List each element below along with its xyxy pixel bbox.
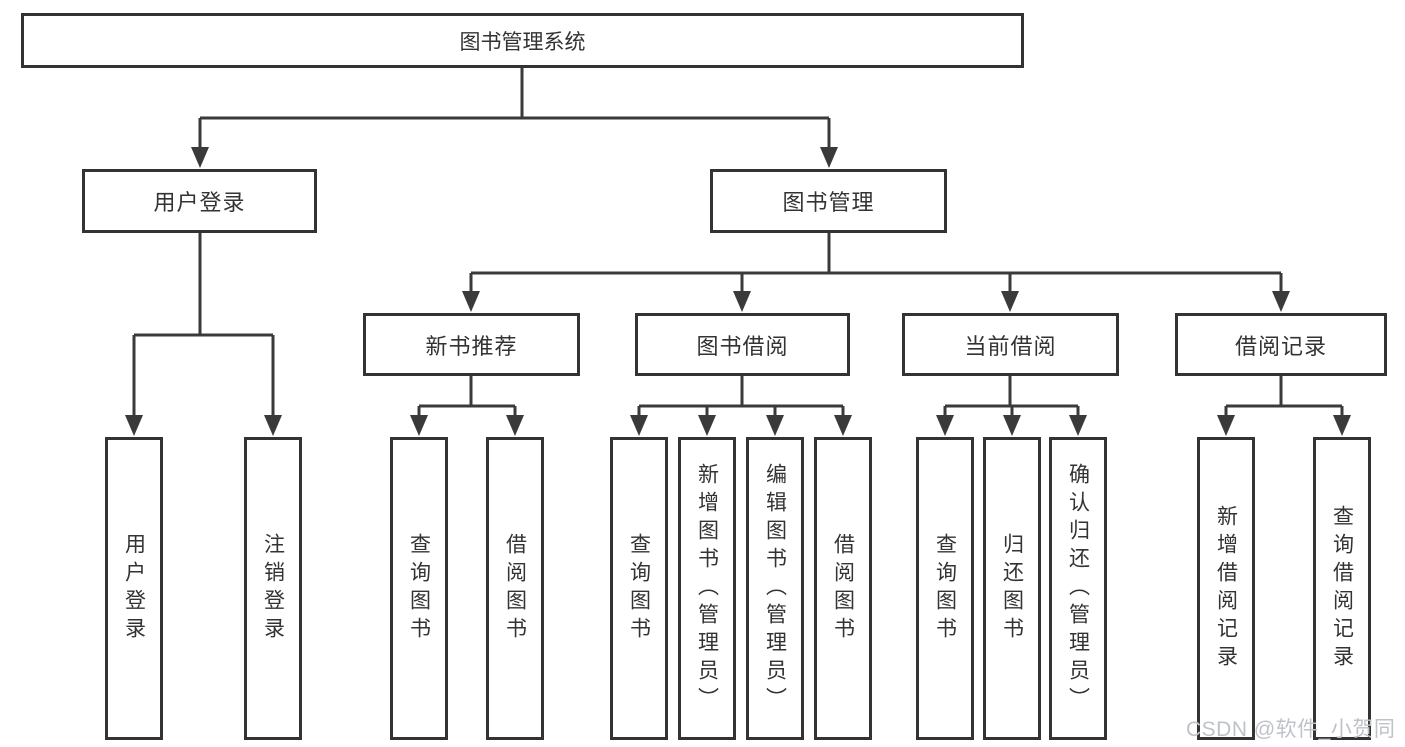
node-label: 用户登录 xyxy=(153,190,246,215)
leaf-confirm-return-admin: 确认归还（管理员） xyxy=(1049,437,1107,740)
leaf-label: 查询图书 xyxy=(627,532,651,645)
leaf-query-borrow-record: 查询借阅记录 xyxy=(1313,437,1371,740)
node-label: 新书推荐 xyxy=(425,333,518,359)
leaf-label: 查询图书 xyxy=(933,532,957,645)
leaf-query-book-borrowing: 查询图书 xyxy=(610,437,668,740)
node-book-management: 图书管理 xyxy=(710,169,947,233)
node-label: 借阅记录 xyxy=(1234,333,1327,359)
node-label: 图书借阅 xyxy=(696,333,789,359)
node-user-login: 用户登录 xyxy=(82,169,317,233)
node-book-borrowing: 图书借阅 xyxy=(635,313,850,376)
leaf-borrow-book-recommend: 借阅图书 xyxy=(486,437,544,740)
leaf-query-book-current: 查询图书 xyxy=(916,437,974,740)
node-current-borrowing: 当前借阅 xyxy=(902,313,1119,376)
node-borrowing-records: 借阅记录 xyxy=(1175,313,1387,376)
leaf-add-book-admin: 新增图书（管理员） xyxy=(678,437,736,740)
leaf-label: 编辑图书（管理员） xyxy=(763,462,787,715)
leaf-user-login: 用户登录 xyxy=(105,437,163,740)
leaf-label: 归还图书 xyxy=(1000,532,1024,645)
leaf-add-borrow-record: 新增借阅记录 xyxy=(1197,437,1255,740)
leaf-borrow-book-borrowing: 借阅图书 xyxy=(814,437,872,740)
leaf-query-book-recommend: 查询图书 xyxy=(390,437,448,740)
leaf-label: 新增借阅记录 xyxy=(1214,504,1238,673)
leaf-label: 借阅图书 xyxy=(831,532,855,645)
leaf-label: 查询借阅记录 xyxy=(1330,504,1354,673)
leaf-return-book: 归还图书 xyxy=(983,437,1041,740)
csdn-watermark: CSDN @软件_小贺同学 xyxy=(1186,718,1396,741)
leaf-label: 用户登录 xyxy=(122,532,146,645)
leaf-label: 注销登录 xyxy=(261,532,285,645)
leaf-label: 新增图书（管理员） xyxy=(695,462,719,715)
node-label: 图书管理系统 xyxy=(459,30,586,54)
leaf-label: 借阅图书 xyxy=(503,532,527,645)
node-label: 图书管理 xyxy=(782,190,875,215)
leaf-logout: 注销登录 xyxy=(244,437,302,740)
node-new-book-recommendation: 新书推荐 xyxy=(363,313,580,376)
leaf-label: 查询图书 xyxy=(407,532,431,645)
leaf-edit-book-admin: 编辑图书（管理员） xyxy=(746,437,804,740)
leaf-label: 确认归还（管理员） xyxy=(1066,462,1090,715)
node-library-management-system: 图书管理系统 xyxy=(21,13,1024,68)
node-label: 当前借阅 xyxy=(964,333,1057,359)
